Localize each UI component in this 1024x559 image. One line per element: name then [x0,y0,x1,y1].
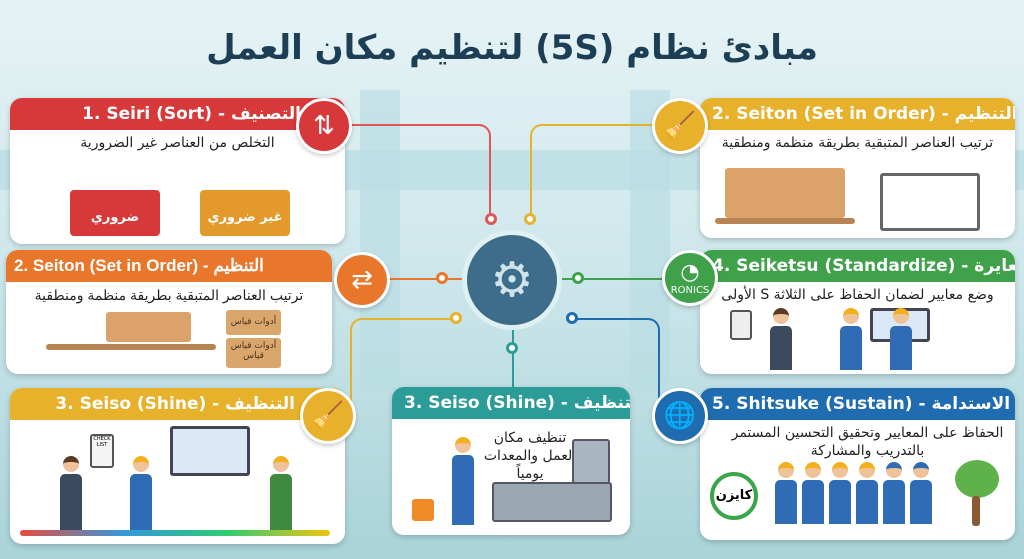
card-seiketsu: 4. Seiketsu (Standardize) - المعايرة وضع… [700,250,1015,374]
kaizen-cycle: كايزن [710,472,758,520]
checklist: CHECK LIST [90,434,114,468]
connector [390,278,462,280]
worker [840,308,862,370]
connector [562,278,662,280]
gears-icon: ⚙ [462,230,562,330]
worker [452,437,474,527]
worker [910,462,932,532]
worker [802,462,824,532]
card-seiton-right: 2. Seiton (Set in Order) - التنظيم ترتيب… [700,98,1015,238]
card-header: 4. Seiketsu (Standardize) - المعايرة [700,250,1015,282]
tree [955,460,999,498]
shine-illustration: CHECK LIST [20,426,335,536]
card-description: تنظيف مكان العمل والمعدات يومياً [483,430,577,482]
bucket [412,499,434,521]
manager [770,308,792,370]
worker [130,456,152,536]
worker [856,462,878,532]
card-description: التخلص من العناصر غير الضرورية [80,135,275,151]
worker [270,456,292,536]
card-description: وضع معايير لضمان الحفاظ على الثلاثة S ال… [721,287,994,303]
connector [350,318,456,414]
connector [570,318,660,414]
card-shitsuke: 5. Shitsuke (Sustain) - الاستدامة الحفاظ… [700,388,1015,540]
machine [492,482,612,522]
manager [60,456,82,536]
workbench-illustration: أدوات قياس أدوات قياس قياس [16,310,322,368]
bin-necessary: ضروري [70,190,160,236]
monitor [170,426,250,476]
pegboard [106,312,191,342]
card-seiton-left: 2. Seiton (Set in Order) - التنظيم ترتيب… [6,250,332,374]
workbench [715,218,855,224]
page-title: مبادئ نظام (5S) لتنظيم مكان العمل [206,28,818,68]
standardize-illustration [710,308,1005,370]
bin-unnecessary: غير ضروري [200,190,290,236]
connector-dot [566,312,578,324]
broom-icon: 🧹 [300,388,356,444]
worker [883,462,905,532]
team-illustration: كايزن [710,460,1005,532]
connector [345,124,491,220]
gauge-icon: ◔RONICS [662,250,718,306]
connector-dot [450,312,462,324]
card-header: 2. Seiton (Set in Order) - التنظيم [700,98,1015,130]
connector-dot [572,272,584,284]
card-description: ترتيب العناصر المتبقية بطريقة منظمة ومنط… [34,287,304,303]
connector-dot [506,342,518,354]
connector-dot [485,213,497,225]
workbench [46,344,216,350]
clipboard [730,310,752,340]
bg-pillar [360,90,400,390]
worker [775,462,797,532]
globe-hands-icon: 🌐 [652,388,708,444]
card-header: 1. Seiri (Sort) - التصنيف [10,98,345,130]
box-label: أدوات قياس قياس [226,338,281,368]
card-header: 3. Seiso (Shine) - التنظيف [10,388,345,420]
card-seiri: 1. Seiri (Sort) - التصنيف التخلص من العن… [10,98,345,244]
arrange-arrows-icon: ⇄ [334,252,390,308]
worker [890,308,912,370]
connector-dot [436,272,448,284]
pegboard [725,168,845,218]
card-description: ترتيب العناصر المتبقية بطريقة منظمة ومنط… [721,135,994,151]
card-seiso-left: 3. Seiso (Shine) - التنظيف CHECK LIST [10,388,345,544]
box-label: أدوات قياس [226,310,281,335]
tree-trunk [972,496,980,526]
card-seiso-center: 3. Seiso (Shine) - التنظيف تنظيف مكان ال… [392,387,630,535]
worker [829,462,851,532]
broom-icon: 🧹 [652,98,708,154]
card-description: الحفاظ على المعايير وتحقيق التحسين المست… [731,425,1004,459]
cleaning-illustration [402,427,620,527]
toolboard-illustration [710,168,1005,231]
connector [530,124,680,220]
machine-panel [572,439,610,484]
shelf [880,173,980,231]
card-header: 2. Seiton (Set in Order) - التنظيم [6,250,332,282]
gauge-label: RONICS [670,285,710,296]
connector [512,330,514,388]
sort-arrows-icon: ⇅ [296,98,352,154]
card-header: 3. Seiso (Shine) - التنظيف [392,387,630,419]
floor-lines [20,530,330,536]
card-header: 5. Shitsuke (Sustain) - الاستدامة [700,388,1015,420]
connector-dot [524,213,536,225]
sort-illustration: ضروري غير ضروري [20,168,335,236]
